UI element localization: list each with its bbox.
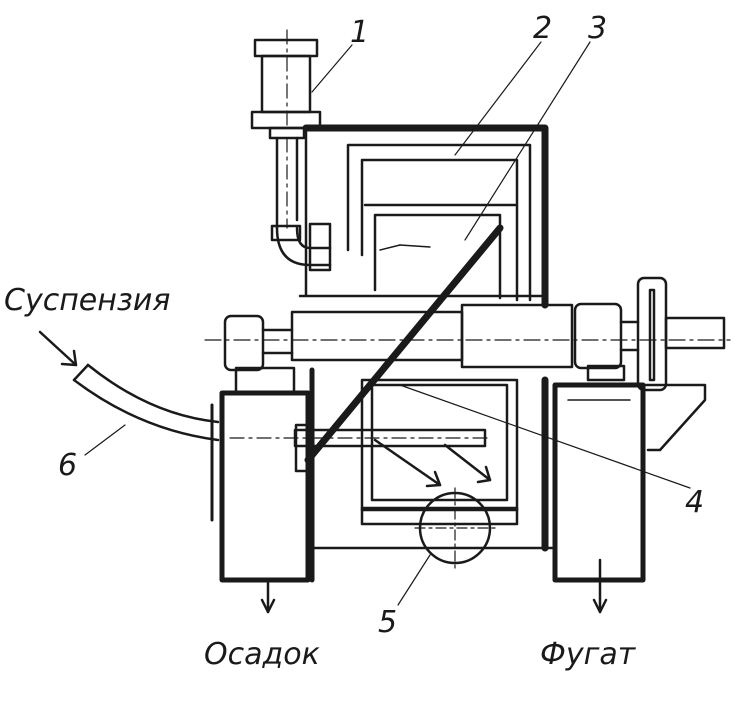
left-discharge-chute bbox=[210, 390, 311, 583]
right-discharge-chute bbox=[552, 382, 646, 583]
feed-pipe bbox=[72, 363, 220, 442]
housing bbox=[298, 124, 554, 583]
label-sediment: Осадок bbox=[204, 637, 320, 672]
diagonal-screen bbox=[304, 224, 504, 464]
lower-rotor-ring bbox=[360, 506, 519, 526]
motor-coupling bbox=[268, 126, 332, 272]
discharge-pipe bbox=[414, 487, 496, 569]
callout-4: 4 bbox=[685, 485, 704, 520]
inner-feed-tube bbox=[229, 423, 491, 473]
callout-labels: 1 2 3 4 5 6 Суспензия Осадок Фугат bbox=[4, 11, 704, 672]
label-suspension: Суспензия bbox=[4, 283, 170, 318]
motor bbox=[250, 29, 322, 131]
callout-1: 1 bbox=[350, 15, 369, 50]
callout-2: 2 bbox=[533, 11, 552, 46]
leader-lines bbox=[84, 41, 691, 606]
callout-3: 3 bbox=[588, 11, 607, 46]
label-fugate: Фугат bbox=[540, 637, 637, 672]
pulley bbox=[636, 276, 726, 392]
callout-5: 5 bbox=[378, 605, 397, 640]
right-support bbox=[598, 383, 707, 452]
flow-arrows bbox=[38, 330, 608, 614]
callout-6: 6 bbox=[58, 448, 77, 483]
rotor bbox=[346, 143, 532, 512]
